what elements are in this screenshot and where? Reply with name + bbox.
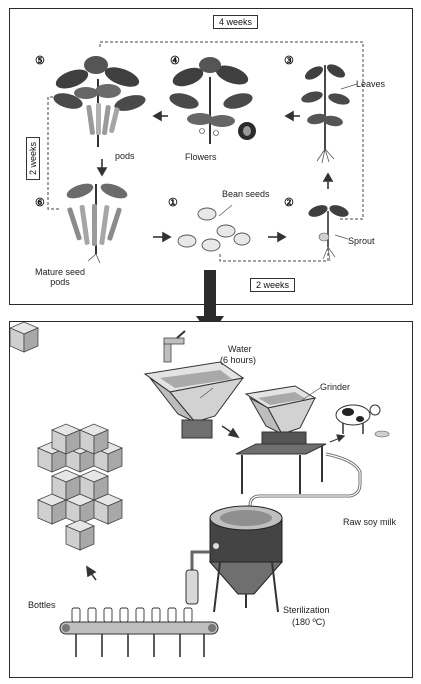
soaking-tank-icon [143,361,245,439]
water-tap-icon [163,330,186,363]
sprout-icon [308,205,349,262]
grinder-icon [235,385,327,494]
stage-4-number: ④ [170,55,180,67]
arrow-6-to-1 [162,231,172,243]
stage-5-number: ⑤ [35,55,45,67]
arrow-1-to-2 [277,231,287,243]
two-weeks-left-callout: 2 weeks [26,137,40,181]
bean-seeds-label: Bean seeds [222,189,270,199]
bean-seeds-icon [177,204,251,252]
sterilization-temp-label: (180 ºC) [292,617,326,627]
cow-icon [335,404,390,438]
mature-plant-icon [66,183,128,264]
sterilization-tank-icon [208,505,284,613]
leaves-label: Leaves [356,79,386,89]
bottles-label: Bottles [28,600,56,610]
stage-6-number: ⑥ [35,197,45,209]
conveyor-belt-icon [59,621,219,657]
stage-2-number: ② [284,197,294,209]
flowers-label: Flowers [185,152,217,162]
pods-label: pods [115,151,135,161]
four-weeks-dashed-path [99,41,364,220]
raw-soy-milk-label: Raw soy milk [343,517,397,527]
water-time-label: (6 hours) [220,355,257,365]
arrow-5-to-6 [96,167,108,177]
life-cycle-panel: ⑤ ④ ③ ⑥ ① ② pods Flowers Leaves Bean see… [9,8,413,305]
stage-1-number: ① [168,197,178,209]
two-weeks-left-dashed-path [47,96,60,210]
bottles-icon [71,607,193,623]
two-weeks-bottom-dashed-path [219,249,329,262]
stage-3-number: ③ [284,55,294,67]
filler-nozzle-icon [185,569,199,605]
plant-with-pods-icon [53,56,146,147]
two-weeks-bottom-callout: 2 weeks [250,278,296,292]
four-weeks-callout: 4 weeks [213,15,259,29]
arrow-3-to-4 [284,110,294,122]
mature-seed-pods-label: Mature seed pods [34,267,86,287]
arrow-4-to-5 [152,110,162,122]
life-cycle-illustration [47,41,364,264]
sterilization-label: Sterilization [283,605,330,615]
grinder-label: Grinder [320,382,351,392]
sprout-label: Sprout [348,236,375,246]
production-panel: Water (6 hours) Grinder Raw soy milk Ste… [9,321,413,678]
young-plant-icon [301,64,358,164]
plant-with-flowers-icon [169,57,256,144]
arrow-2-to-3 [322,172,334,182]
packed-boxes-icon [10,322,123,551]
production-illustration [10,322,390,657]
water-label: Water [228,344,252,354]
